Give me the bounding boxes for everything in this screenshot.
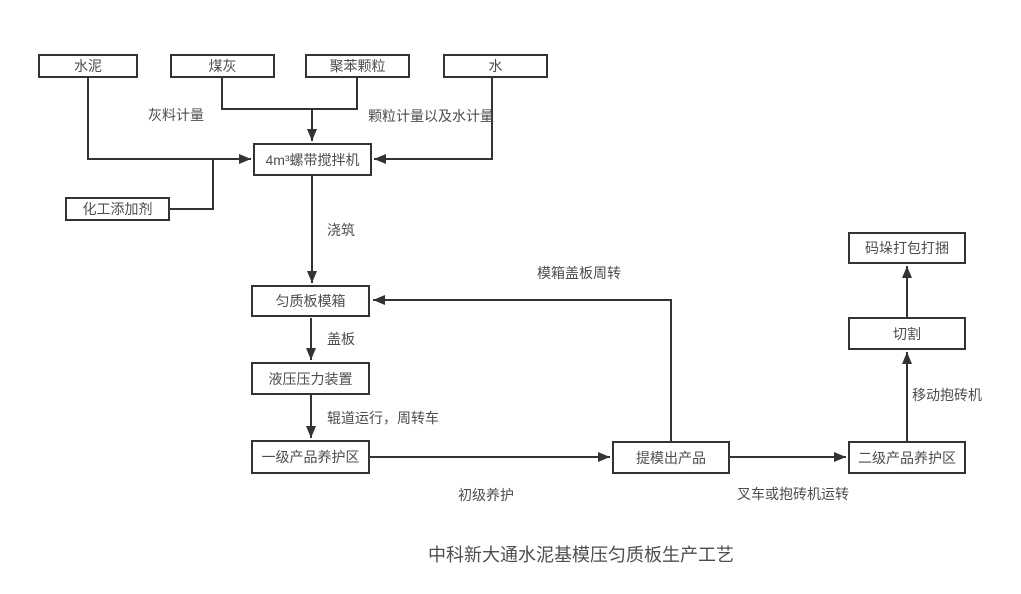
edge-label-pouring: 浇筑: [327, 222, 355, 238]
node-cutting: 切割: [848, 317, 966, 350]
edge-label-ash-metering: 灰料计量: [148, 107, 204, 123]
edge-label-cover-plate: 盖板: [327, 331, 355, 347]
diagram-title: 中科新大通水泥基模压匀质板生产工艺: [428, 545, 734, 565]
node-hydraulic-press: 液压压力装置: [251, 362, 370, 395]
edge-label-forklift-transfer: 叉车或抱砖机运转: [737, 486, 849, 502]
node-curing-area-1: 一级产品养护区: [251, 440, 370, 474]
edge-label-primary-curing: 初级养护: [458, 487, 514, 503]
node-packing: 码垛打包打捆: [848, 232, 966, 264]
node-mold-box: 匀质板模箱: [251, 285, 370, 317]
edge-label-mobile-brick-machine: 移动抱砖机: [912, 387, 982, 403]
edge-label-particle-water-metering: 颗粒计量以及水计量: [368, 108, 494, 124]
node-cement: 水泥: [38, 54, 138, 78]
node-eps-particles: 聚苯颗粒: [305, 54, 410, 78]
node-demolding: 提模出产品: [612, 441, 730, 474]
edge-label-mold-cover-cycle: 模箱盖板周转: [537, 265, 621, 281]
node-mixer: 4m³螺带搅拌机: [253, 143, 372, 176]
node-coal-ash: 煤灰: [170, 54, 275, 78]
node-water: 水: [443, 54, 548, 78]
edge-label-roller-transfer: 辊道运行，周转车: [327, 410, 439, 426]
node-additive: 化工添加剂: [65, 197, 170, 221]
node-curing-area-2: 二级产品养护区: [848, 441, 966, 474]
